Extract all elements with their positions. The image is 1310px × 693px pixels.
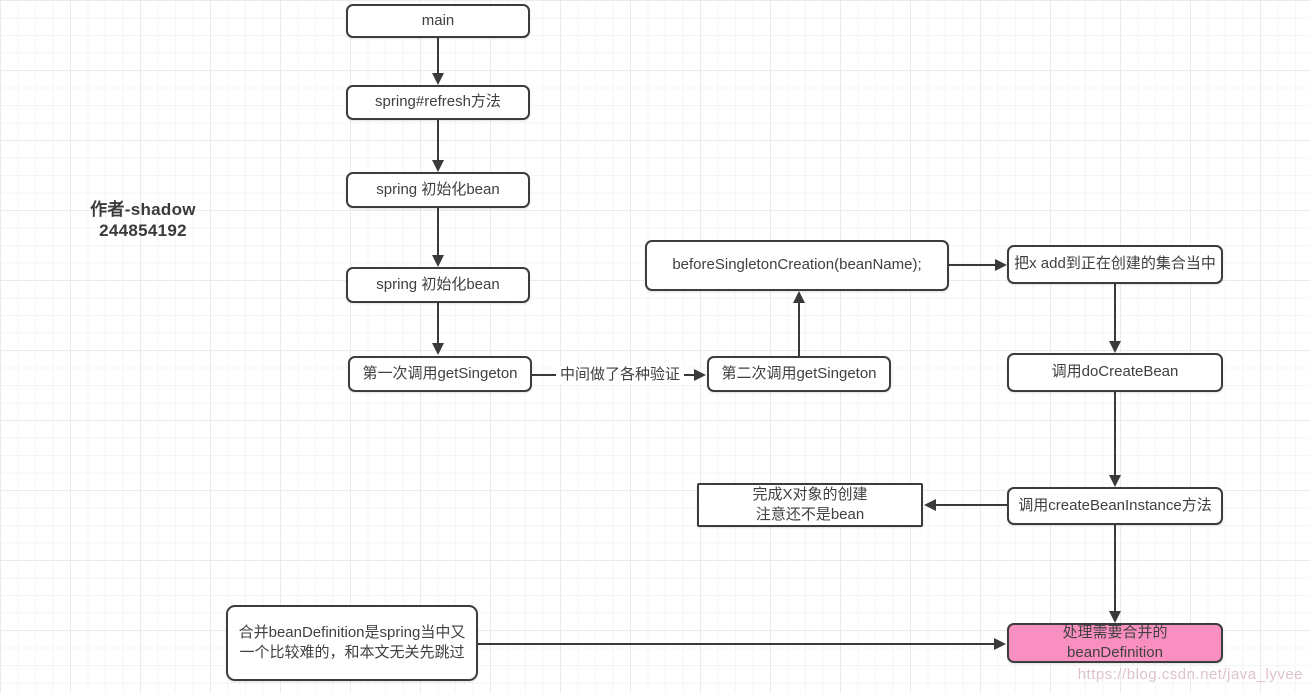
- edge-do-create-to-instance-arrowhead: [1109, 475, 1121, 487]
- node-spring-init-bean-2: spring 初始化bean: [346, 267, 530, 303]
- edge-init2-to-first-line: [437, 303, 439, 344]
- node-before-singleton-creation: beforeSingletonCreation(beanName);: [645, 240, 949, 291]
- edge-init2-to-first-arrowhead: [432, 343, 444, 355]
- watermark-url: https://blog.csdn.net/java_lyvee: [1077, 666, 1303, 683]
- watermark-author-id: 244854192: [99, 221, 187, 240]
- edge-first-to-second-arrowhead: [694, 369, 706, 381]
- watermark-author: 作者-shadow 244854192: [63, 199, 223, 241]
- node-first-get-singleton: 第一次调用getSingeton: [348, 356, 532, 392]
- node-spring-init-bean-1-label: spring 初始化bean: [376, 180, 500, 198]
- edge-note-to-merged-arrowhead: [994, 638, 1006, 650]
- node-second-get-singleton-label: 第二次调用getSingeton: [721, 364, 877, 382]
- edge-before-creation-to-add-set-arrowhead: [995, 259, 1007, 271]
- node-first-get-singleton-label: 第一次调用getSingeton: [362, 364, 518, 382]
- edge-add-set-to-do-create-line: [1114, 283, 1116, 342]
- edge-add-set-to-do-create-arrowhead: [1109, 341, 1121, 353]
- edge-refresh-to-init1-line: [437, 120, 439, 161]
- node-before-singleton-creation-label: beforeSingletonCreation(beanName);: [672, 256, 922, 274]
- edge-before-creation-to-add-set-line: [948, 264, 996, 266]
- edge-instance-to-merged-line: [1114, 525, 1116, 612]
- node-x-object-created-line2: 注意还不是bean: [755, 506, 865, 523]
- edge-instance-to-object-created-arrowhead: [924, 499, 936, 511]
- node-create-bean-instance-label: 调用createBeanInstance方法: [1018, 496, 1212, 514]
- node-add-x-to-creating-set-label: 把x add到正在创建的集合当中: [1014, 255, 1216, 273]
- edge-refresh-to-init1-arrowhead: [432, 160, 444, 172]
- node-spring-refresh: spring#refresh方法: [346, 85, 530, 120]
- node-spring-init-bean-2-label: spring 初始化bean: [376, 275, 500, 293]
- edge-init1-to-init2-arrowhead: [432, 255, 444, 267]
- node-do-create-bean-label: 调用doCreateBean: [1051, 363, 1179, 381]
- node-spring-refresh-label: spring#refresh方法: [375, 93, 501, 111]
- node-main: main: [346, 4, 530, 38]
- edge-instance-to-object-created-line: [936, 504, 1007, 506]
- edge-main-to-refresh-line: [437, 38, 439, 74]
- node-handle-merged-bean-definition-line1: 处理需要合并的: [1062, 623, 1168, 641]
- edge-instance-to-merged-arrowhead: [1109, 611, 1121, 623]
- node-x-object-created: 完成X对象的创建 注意还不是bean: [697, 483, 923, 527]
- node-handle-merged-bean-definition: 处理需要合并的 beanDefinition: [1007, 623, 1223, 663]
- edge-second-to-before-creation-line: [798, 303, 800, 356]
- edge-label-validation: 中间做了各种验证: [556, 366, 684, 384]
- node-spring-init-bean-1: spring 初始化bean: [346, 172, 530, 208]
- node-add-x-to-creating-set: 把x add到正在创建的集合当中: [1007, 245, 1223, 284]
- edge-init1-to-init2-line: [437, 208, 439, 256]
- node-do-create-bean: 调用doCreateBean: [1007, 353, 1223, 392]
- edge-second-to-before-creation-arrowhead: [793, 291, 805, 303]
- edge-main-to-refresh-arrowhead: [432, 73, 444, 85]
- watermark-author-name: 作者-shadow: [90, 200, 196, 219]
- node-merge-bean-definition-note-line1: 合并beanDefinition是spring当中又: [238, 623, 466, 641]
- node-merge-bean-definition-note-line2: 一个比较难的，和本文无关先跳过: [239, 644, 465, 661]
- node-merge-bean-definition-note: 合并beanDefinition是spring当中又 一个比较难的，和本文无关先…: [226, 605, 478, 681]
- node-handle-merged-bean-definition-line2: beanDefinition: [1067, 644, 1163, 661]
- node-x-object-created-line1: 完成X对象的创建: [752, 485, 868, 503]
- edge-note-to-merged-line: [478, 643, 995, 645]
- node-main-label: main: [421, 11, 455, 29]
- node-second-get-singleton: 第二次调用getSingeton: [707, 356, 891, 392]
- edge-do-create-to-instance-line: [1114, 392, 1116, 476]
- node-create-bean-instance: 调用createBeanInstance方法: [1007, 487, 1223, 525]
